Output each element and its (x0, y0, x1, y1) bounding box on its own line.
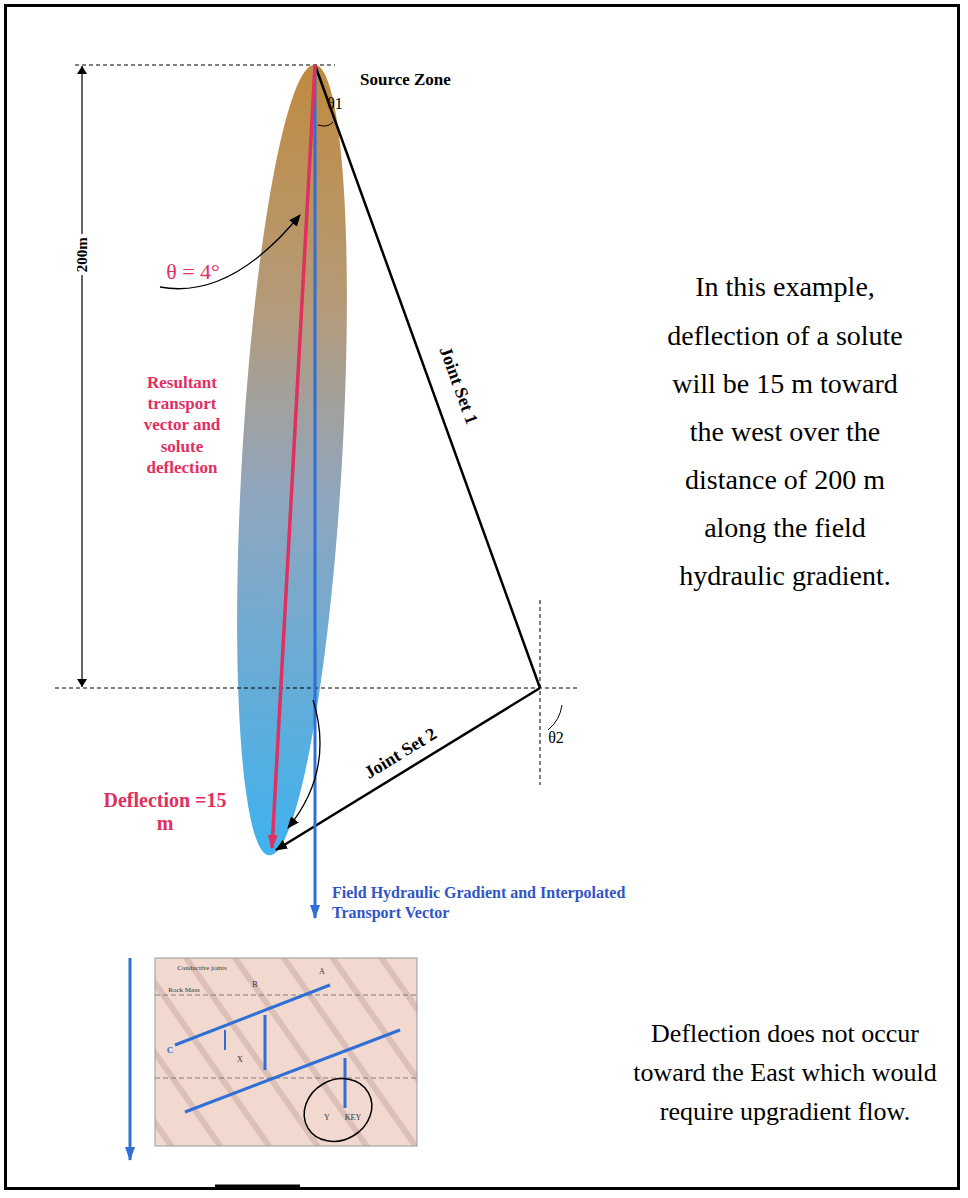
inset-map (130, 958, 417, 1187)
map-label: A (315, 967, 329, 976)
angle-label: θ2 (541, 729, 571, 747)
explanation-text: Deflection does not occur toward the Eas… (620, 1014, 950, 1131)
joint-set-line (315, 65, 540, 688)
map-label: C (163, 1045, 177, 1055)
solute-plume (219, 62, 364, 858)
angle-pointer (288, 700, 320, 828)
map-label: Conductive joints (172, 965, 232, 972)
angle-value: θ = 4° (148, 259, 238, 284)
reference-line (75, 65, 335, 66)
angle-arc (318, 122, 333, 126)
explanation-text: In this example, deflection of a solute … (660, 263, 910, 600)
vector-label: Resultant transport vector and solute de… (128, 372, 236, 478)
zone-label: Source Zone (360, 70, 490, 90)
dimension-line (81, 66, 82, 687)
resultant-vector (272, 65, 315, 848)
map-label: Y (320, 1113, 334, 1122)
angle-arc (548, 705, 562, 730)
map-label: X (233, 1055, 247, 1064)
vector-label: Field Hydraulic Gradient and Interpolate… (332, 883, 692, 923)
dimension-label: 200m (73, 235, 90, 276)
map-label: KEY (338, 1113, 368, 1122)
reference-line (540, 600, 541, 785)
deflection-label: Deflection =15 m (100, 789, 230, 835)
gradient-vector (314, 65, 317, 918)
map-label: Rock Mass (164, 986, 204, 994)
map-label: B (248, 980, 262, 989)
figure-frame (4, 4, 960, 1190)
angle-label: θ1 (320, 95, 350, 113)
